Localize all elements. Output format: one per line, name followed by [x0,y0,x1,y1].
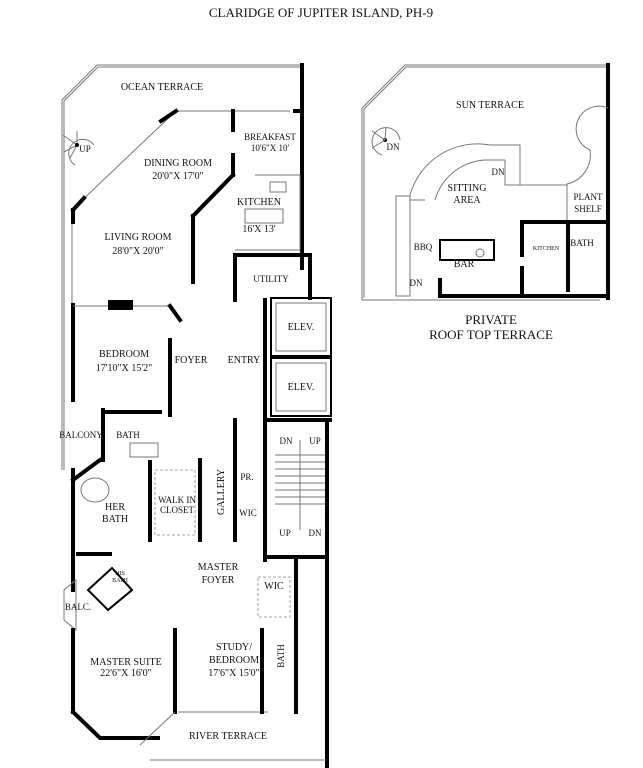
elevator-shaft-2 [270,357,332,417]
room-label-study-bedroom: BEDROOM [209,655,259,666]
stair-label-dn: DN [280,436,293,446]
roof-title-line1: PRIVATE [465,312,517,327]
room-label-dining-room: DINING ROOM [144,158,212,169]
stair-label-dn: DN [387,142,400,152]
room-label-wic-2: WIC [264,581,284,592]
room-label-master-foyer-2: FOYER [202,575,235,586]
room-size-kitchen: 16'X 13' [242,224,276,235]
room-label-kitchen: KITCHEN [533,246,560,252]
room-label-wic-1: WIC [239,508,257,518]
stair-label-up: UP [279,528,291,538]
main-floor: OCEAN TERRACE BREAKFAST 10'6"X 10' DININ… [59,63,332,768]
room-label-his-bath-2: BATH [112,578,128,584]
room-label-elev-2: ELEV. [288,382,315,393]
room-label-bedroom: BEDROOM [99,349,149,360]
room-size-living-room: 28'0"X 20'0" [112,246,164,257]
room-size-bedroom: 17'10"X 15'2" [96,363,153,374]
room-label-her-bath: HER [105,502,125,513]
elevator-shaft-1 [270,297,332,357]
room-label-elev-1: ELEV. [288,322,315,333]
room-label-study: STUDY/ [216,642,252,653]
room-label-ocean-terrace: OCEAN TERRACE [121,82,203,93]
room-label-sitting-area-2: AREA [453,195,481,206]
room-label-breakfast: BREAKFAST [244,132,296,142]
room-size-dining-room: 20'0"X 17'0" [152,171,204,182]
room-label-gallery: GALLERY [216,469,227,515]
spiral-stair-icon [62,131,95,166]
stair-label-up: UP [309,436,321,446]
room-label-balcony: BALCONY [59,430,103,440]
room-label-pr: PR. [240,472,253,482]
room-label-plant-shelf-2: SHELF [574,204,602,214]
roof-title-line2: ROOF TOP TERRACE [429,327,553,342]
walk-in-closet-outline [154,469,196,536]
room-size-study-bedroom: 17'6"X 15'0" [208,668,260,679]
room-label-walk-in-closet-2: CLOSET [160,505,195,515]
spiral-stair-icon [371,126,401,156]
room-label-her-bath-2: BATH [102,514,128,525]
room-label-foyer: FOYER [175,355,208,366]
room-label-balc: BALC. [65,602,91,612]
room-label-sun-terrace: SUN TERRACE [456,100,524,111]
room-label-plant-shelf: PLANT [574,192,604,202]
room-label-entry: ENTRY [228,355,261,366]
room-label-bath-2: BATH [276,644,286,668]
room-label-sitting-area: SITTING [448,183,487,194]
room-label-kitchen: KITCHEN [237,197,281,208]
room-label-walk-in-closet: WALK IN [158,495,196,505]
roof-terrace: SUN TERRACE DN DN SITTING AREA PLANT SHE… [361,63,610,342]
room-label-utility: UTILITY [253,274,289,284]
room-size-master-suite: 22'6"X 16'0" [100,668,152,679]
room-size-breakfast: 10'6"X 10' [251,143,290,153]
room-label-master-suite: MASTER SUITE [90,657,161,668]
plan-title: CLARIDGE OF JUPITER ISLAND, PH-9 [209,5,433,20]
room-label-bath: BATH [116,430,140,440]
stair-label-up: UP [79,144,91,154]
stair-label-dn: DN [309,528,322,538]
room-label-bath: BATH [570,238,594,248]
ocean-terrace-edge [61,64,302,470]
room-label-bar: BAR [454,259,475,270]
room-label-river-terrace: RIVER TERRACE [189,731,267,742]
room-label-master-foyer: MASTER [198,562,239,573]
bar-counter [439,239,495,261]
stair-label-dn: DN [410,278,423,288]
room-label-his-bath: HIS [115,571,125,577]
stairwell [275,440,325,530]
room-label-bbq: BBQ [414,242,433,252]
stair-label-dn: DN [492,167,505,177]
room-label-living-room: LIVING ROOM [105,232,172,243]
